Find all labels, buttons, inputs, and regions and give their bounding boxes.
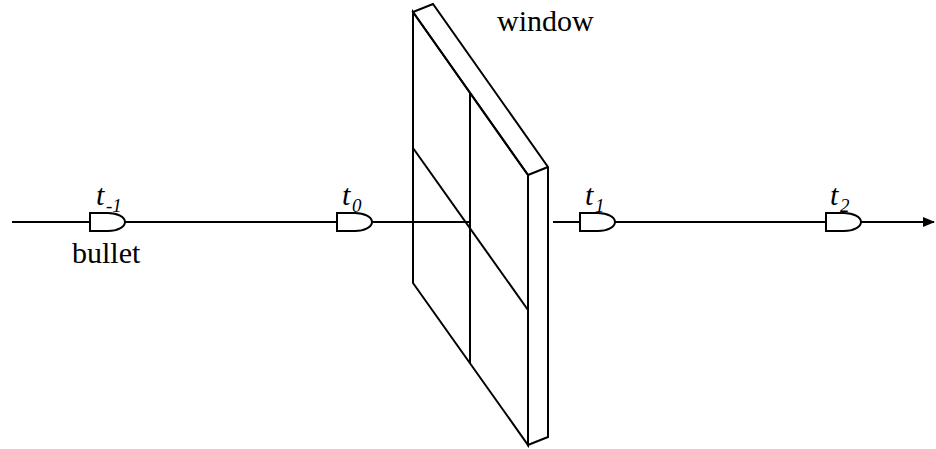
bullet-symbol [580,213,615,231]
part-name: window [497,6,594,36]
bullet-symbol [337,213,372,231]
time-label: t [96,180,104,210]
trajectory-line [12,221,455,223]
bullet-symbol [90,213,125,231]
time-subscript: 0 [352,196,362,215]
time-subscript: -1 [106,196,122,215]
time-label: t [830,180,838,210]
time-subscript: 2 [840,196,850,215]
time-label: t [585,180,593,210]
trajectory-line [455,221,470,223]
part-name: bullet [72,238,140,268]
window-pane [413,4,548,445]
bullet-symbol [826,213,861,231]
time-label: t [342,180,350,210]
time-subscript: 1 [595,196,605,215]
